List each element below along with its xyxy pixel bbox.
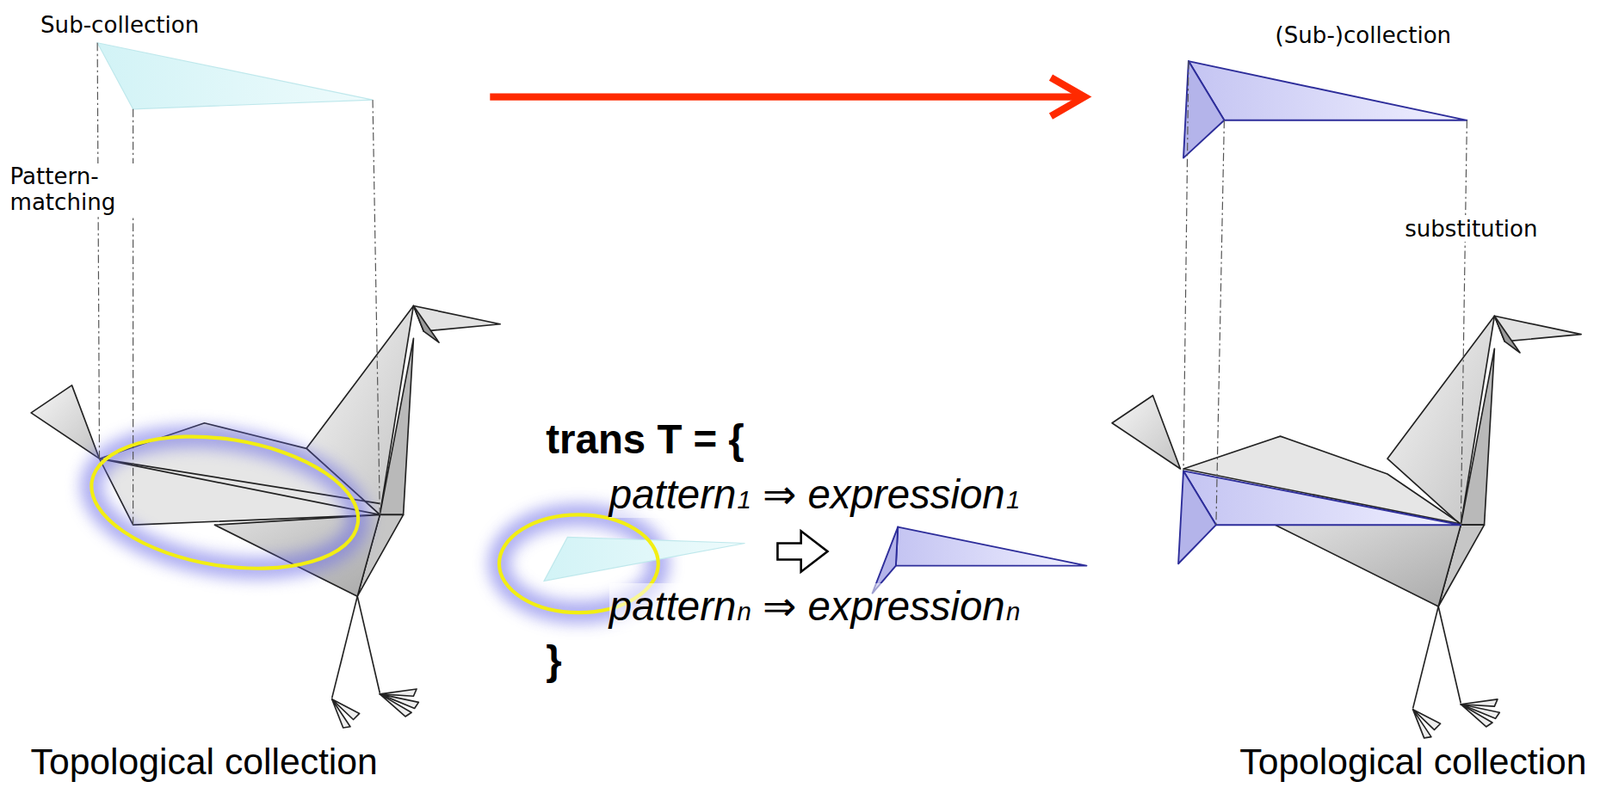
code-row: pattern1⇒expression1 xyxy=(609,471,1020,519)
match-glow xyxy=(81,419,368,587)
projection-line xyxy=(97,43,99,459)
code-row: patternn⇒expressionn xyxy=(609,583,1020,631)
code-token: expression xyxy=(807,583,1005,631)
projection-line xyxy=(1183,61,1189,471)
bird-belly xyxy=(1275,525,1462,607)
code-token: pattern xyxy=(609,583,737,631)
label: (Sub-)collection xyxy=(1273,22,1454,49)
label: Pattern-matching xyxy=(7,163,143,216)
subscript: n xyxy=(1006,597,1020,627)
projection-line xyxy=(1460,120,1467,526)
code-line: trans T = { xyxy=(545,416,745,464)
result-triangle-face xyxy=(1183,61,1224,159)
caption-label: Topological collection xyxy=(1239,741,1587,784)
match-ellipse xyxy=(81,419,368,587)
subscript: n xyxy=(737,597,752,627)
sub-collection-triangle xyxy=(97,43,373,110)
left-bird xyxy=(30,305,501,729)
rule-hollow-arrow xyxy=(777,531,828,572)
inserted-triangle-face xyxy=(1178,470,1217,564)
code-token: ⇒ xyxy=(762,471,797,519)
code-token: pattern xyxy=(609,471,737,519)
projection-line xyxy=(1216,120,1224,526)
rule-pattern-triangle xyxy=(543,537,745,581)
inserted-triangle xyxy=(1183,470,1461,526)
rule-result-triangle xyxy=(895,527,1088,567)
result-triangle xyxy=(1188,61,1467,121)
code-token: expression xyxy=(807,471,1005,519)
projection-line xyxy=(372,99,380,515)
transform-arrow xyxy=(489,92,1080,100)
code-token: ⇒ xyxy=(762,583,797,631)
transform-arrowhead xyxy=(1050,77,1085,117)
subscript: 1 xyxy=(1006,485,1020,515)
code-line: } xyxy=(545,637,562,686)
label: Sub-collection xyxy=(38,12,201,38)
subscript: 1 xyxy=(737,485,752,515)
right-bird xyxy=(1111,315,1582,739)
caption-label: Topological collection xyxy=(30,741,378,784)
label: substitution xyxy=(1402,216,1539,242)
